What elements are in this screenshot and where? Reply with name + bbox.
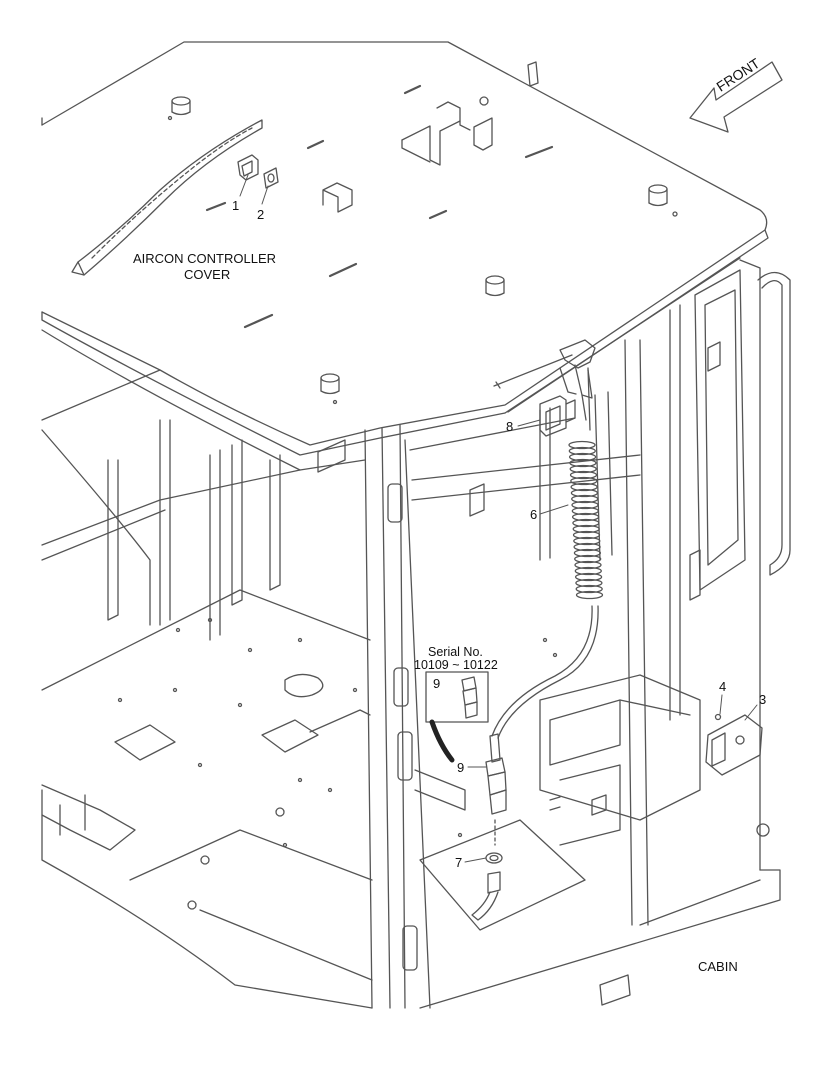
coil-loop [570, 482, 598, 492]
serial-label-line1: Serial No. [428, 645, 483, 659]
bracket-assembly [539, 674, 701, 846]
switch-plate [263, 167, 279, 189]
coil-loop [575, 590, 604, 600]
inset-callout-9: 9 [433, 676, 441, 691]
figure-caption: CABIN [698, 959, 738, 974]
floor-dots [117, 617, 558, 910]
coil-loop [571, 500, 599, 510]
callout-2: 2 [257, 207, 265, 222]
coil-loop [570, 488, 599, 498]
coil-loop [572, 530, 601, 540]
callout-8: 8 [506, 419, 514, 434]
roof-bosses [167, 96, 678, 405]
air-blow-gun [493, 339, 596, 431]
serial-label-line2: 10109 ~ 10122 [414, 658, 498, 672]
coil-loop [569, 464, 597, 474]
serial-inset [425, 671, 489, 763]
coil-loop [571, 512, 600, 522]
cabin-floor [41, 589, 586, 1009]
cabin-frame [41, 257, 791, 1009]
coil-hose [568, 440, 604, 600]
callout-leaders [239, 174, 758, 863]
aircon-controller-cover [71, 119, 279, 276]
coil-loop [574, 560, 602, 570]
coil-loop [573, 548, 602, 558]
callout-4: 4 [719, 679, 727, 694]
gun-holder [539, 395, 576, 437]
coil-loop [575, 584, 603, 594]
callout-3: 3 [759, 692, 767, 707]
coil-loop [571, 506, 599, 516]
coil-loop [568, 446, 596, 456]
coil-loop [572, 518, 600, 528]
aircon-label-line2: COVER [184, 267, 231, 282]
coil-loop [568, 452, 597, 462]
roof-brackets [322, 61, 539, 213]
aircon-label-line1: AIRCON CONTROLLER [133, 251, 277, 266]
straight-hose [491, 605, 599, 739]
front-arrow-icon [689, 61, 783, 133]
coil-loop [574, 566, 602, 576]
quick-coupler [485, 733, 507, 846]
aircon-controller-unit [705, 713, 770, 837]
callout-7: 7 [455, 855, 463, 870]
controller-switch [237, 154, 259, 181]
coil-loop [572, 524, 600, 534]
coil-loop [571, 494, 599, 504]
coil-loop [575, 578, 603, 588]
coil-loop [568, 440, 596, 450]
hose-fitting [471, 852, 503, 921]
coil-loop [573, 536, 601, 546]
callout-6: 6 [530, 507, 538, 522]
coil-loop [569, 458, 597, 468]
coil-loop [569, 470, 598, 480]
coil-loop [574, 554, 602, 564]
coil-loop [573, 542, 601, 552]
callout-9: 9 [457, 760, 465, 775]
coil-loop [574, 572, 603, 582]
roof-panel [41, 41, 769, 456]
coil-loop [570, 476, 598, 486]
roof-marks [205, 84, 554, 329]
callout-1: 1 [232, 198, 240, 213]
